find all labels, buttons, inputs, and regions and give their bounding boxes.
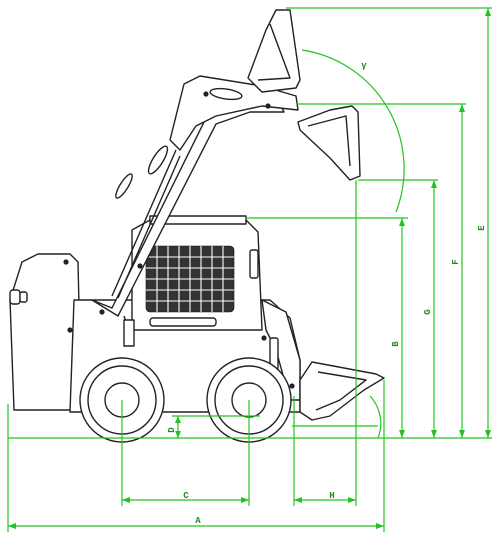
cab-safety-grille bbox=[145, 245, 235, 313]
label-a: A bbox=[195, 516, 201, 526]
rear-light bbox=[9, 289, 21, 305]
label-g: G bbox=[423, 309, 433, 314]
bucket-ground-inner bbox=[315, 371, 367, 411]
dimension-labels: E F G B D C H A γ bbox=[167, 61, 487, 526]
label-b: B bbox=[391, 341, 401, 347]
bucket-dump-inner bbox=[307, 115, 351, 167]
tilt-cylinder bbox=[149, 317, 217, 327]
label-e: E bbox=[477, 225, 487, 231]
lift-cylinder bbox=[111, 149, 177, 297]
tilt-link-block bbox=[123, 319, 135, 347]
label-f: F bbox=[451, 259, 461, 264]
dump-angle-arc bbox=[301, 49, 405, 213]
arm-slot-mid bbox=[147, 145, 169, 175]
label-d: D bbox=[167, 427, 177, 433]
bucket-top-inner bbox=[257, 23, 291, 81]
pivot-pins bbox=[63, 91, 295, 389]
label-c: C bbox=[183, 491, 189, 501]
bucket-dump bbox=[297, 105, 361, 181]
arm-slot-lower bbox=[115, 173, 133, 199]
cab-side-handle bbox=[249, 249, 259, 279]
bucket-angle-arc bbox=[369, 395, 382, 439]
skid-steer-loader bbox=[9, 9, 385, 443]
loader-arm-upper bbox=[169, 75, 299, 151]
arm-slot-upper bbox=[209, 87, 243, 101]
lift-cylinder-rod bbox=[117, 155, 181, 299]
cab-roof bbox=[149, 215, 247, 225]
label-angle: γ bbox=[361, 61, 367, 71]
label-h: H bbox=[329, 491, 334, 501]
front-arm-support bbox=[261, 299, 301, 401]
dimension-lines bbox=[7, 7, 492, 532]
bucket-ground bbox=[299, 361, 385, 421]
tail-cap bbox=[19, 291, 28, 303]
